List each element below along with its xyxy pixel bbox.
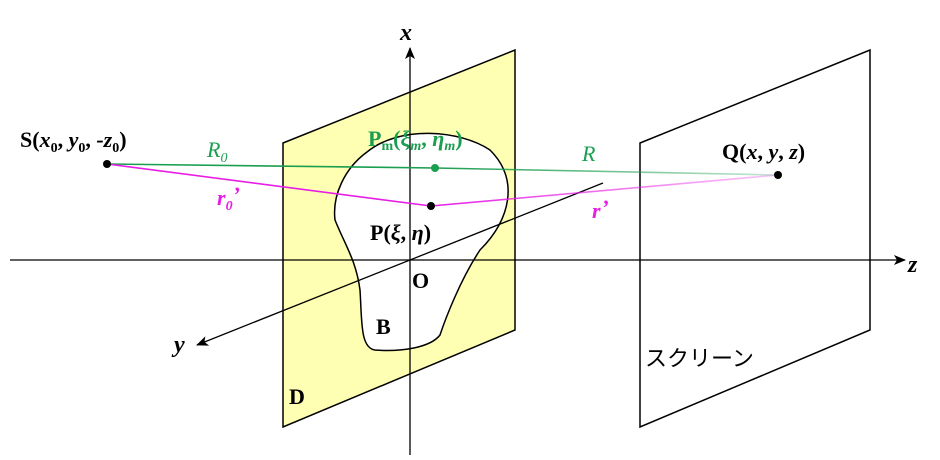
ray-r-label: R xyxy=(581,141,596,166)
axis-y-label: y xyxy=(171,332,185,358)
ray-r0-label: R0 xyxy=(206,137,227,166)
axis-x-label: x xyxy=(399,20,412,46)
observation-q-label: Q(x, y, z) xyxy=(722,139,805,164)
aperture-opening-b xyxy=(333,132,509,352)
ray-R xyxy=(434,167,779,176)
axis-z-label: z xyxy=(907,252,918,278)
ray-R0 xyxy=(106,163,436,169)
point-s xyxy=(103,160,111,168)
ray-r0-prime xyxy=(106,163,432,207)
ray-r0-prime-label: r0’ xyxy=(217,182,240,214)
plane-d-label: D xyxy=(289,384,305,409)
point-pm-label: Pm(ξm, ηm) xyxy=(368,126,463,154)
point-p xyxy=(427,202,435,210)
aperture-b-label: B xyxy=(376,314,391,339)
point-q xyxy=(774,171,782,179)
source-s-label: S(x0, y0, -z0) xyxy=(20,127,127,156)
ray-r-prime-label: r’ xyxy=(592,195,609,223)
ray-r-prime xyxy=(430,174,779,207)
y-axis-line xyxy=(196,182,604,346)
screen-label: スクリーン xyxy=(645,346,754,371)
point-pm xyxy=(431,164,439,172)
screen-plane xyxy=(639,48,871,429)
origin-label: O xyxy=(412,268,429,293)
point-p-label: P(ξ, η) xyxy=(370,220,431,245)
